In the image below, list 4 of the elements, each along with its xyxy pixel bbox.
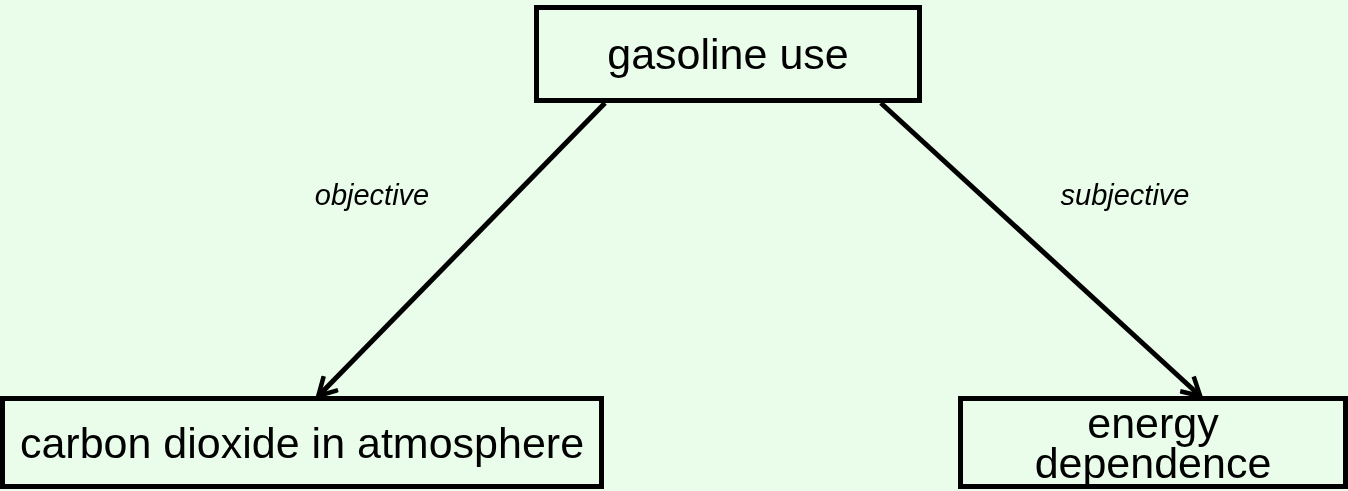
text-box	[958, 396, 1348, 489]
text-box	[534, 5, 922, 103]
box-text: energy dependence	[1033, 402, 1273, 483]
text-box	[0, 396, 604, 489]
